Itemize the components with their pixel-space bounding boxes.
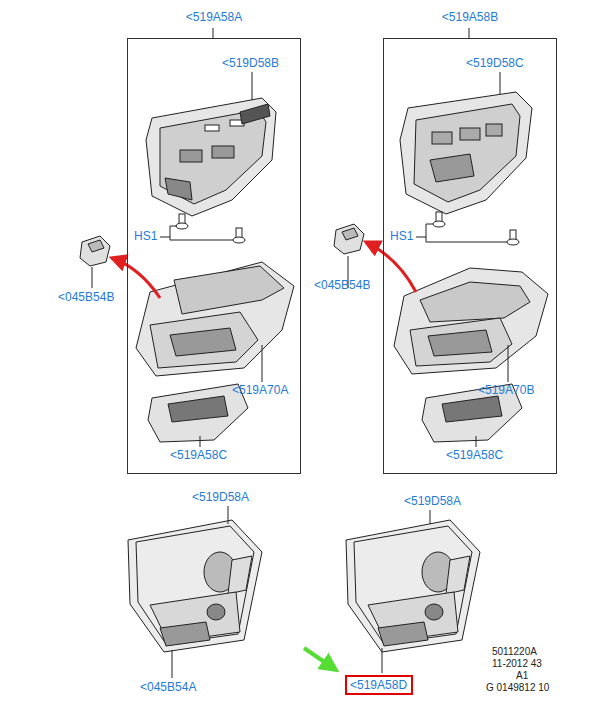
- part-callout: <519D58B: [222, 57, 279, 70]
- part-callout: <519D58C: [466, 57, 524, 70]
- part-callout: <519A58C: [446, 449, 503, 462]
- part-callout: <045B54B: [314, 279, 370, 292]
- part-callout: <045B54B: [58, 291, 114, 304]
- group-frame: <519A58B: [383, 38, 557, 474]
- part-callout: <519A58D: [350, 678, 408, 692]
- drawing-code: G 0149812 10: [486, 682, 549, 693]
- drawing-code: A1: [516, 670, 528, 681]
- drawing-code: 5011220A: [492, 646, 537, 657]
- group-callout: <519A58A: [186, 10, 242, 24]
- fastener-callout: HS1: [134, 230, 157, 243]
- part-callout: <519A58C: [170, 449, 227, 462]
- part-callout: <519D58A: [192, 491, 249, 504]
- part-callout: <045B54A: [140, 681, 196, 694]
- group-callout: <519A58B: [442, 10, 498, 24]
- part-callout: <519A70A: [232, 384, 288, 397]
- fastener-callout: HS1: [390, 230, 413, 243]
- highlight-box: <519A58D: [345, 675, 413, 695]
- group-frame: <519A58A: [127, 38, 301, 474]
- drawing-code: 11-2012 43: [492, 658, 542, 669]
- part-callout: <519A70B: [478, 384, 534, 397]
- part-callout: <519D58A: [404, 495, 461, 508]
